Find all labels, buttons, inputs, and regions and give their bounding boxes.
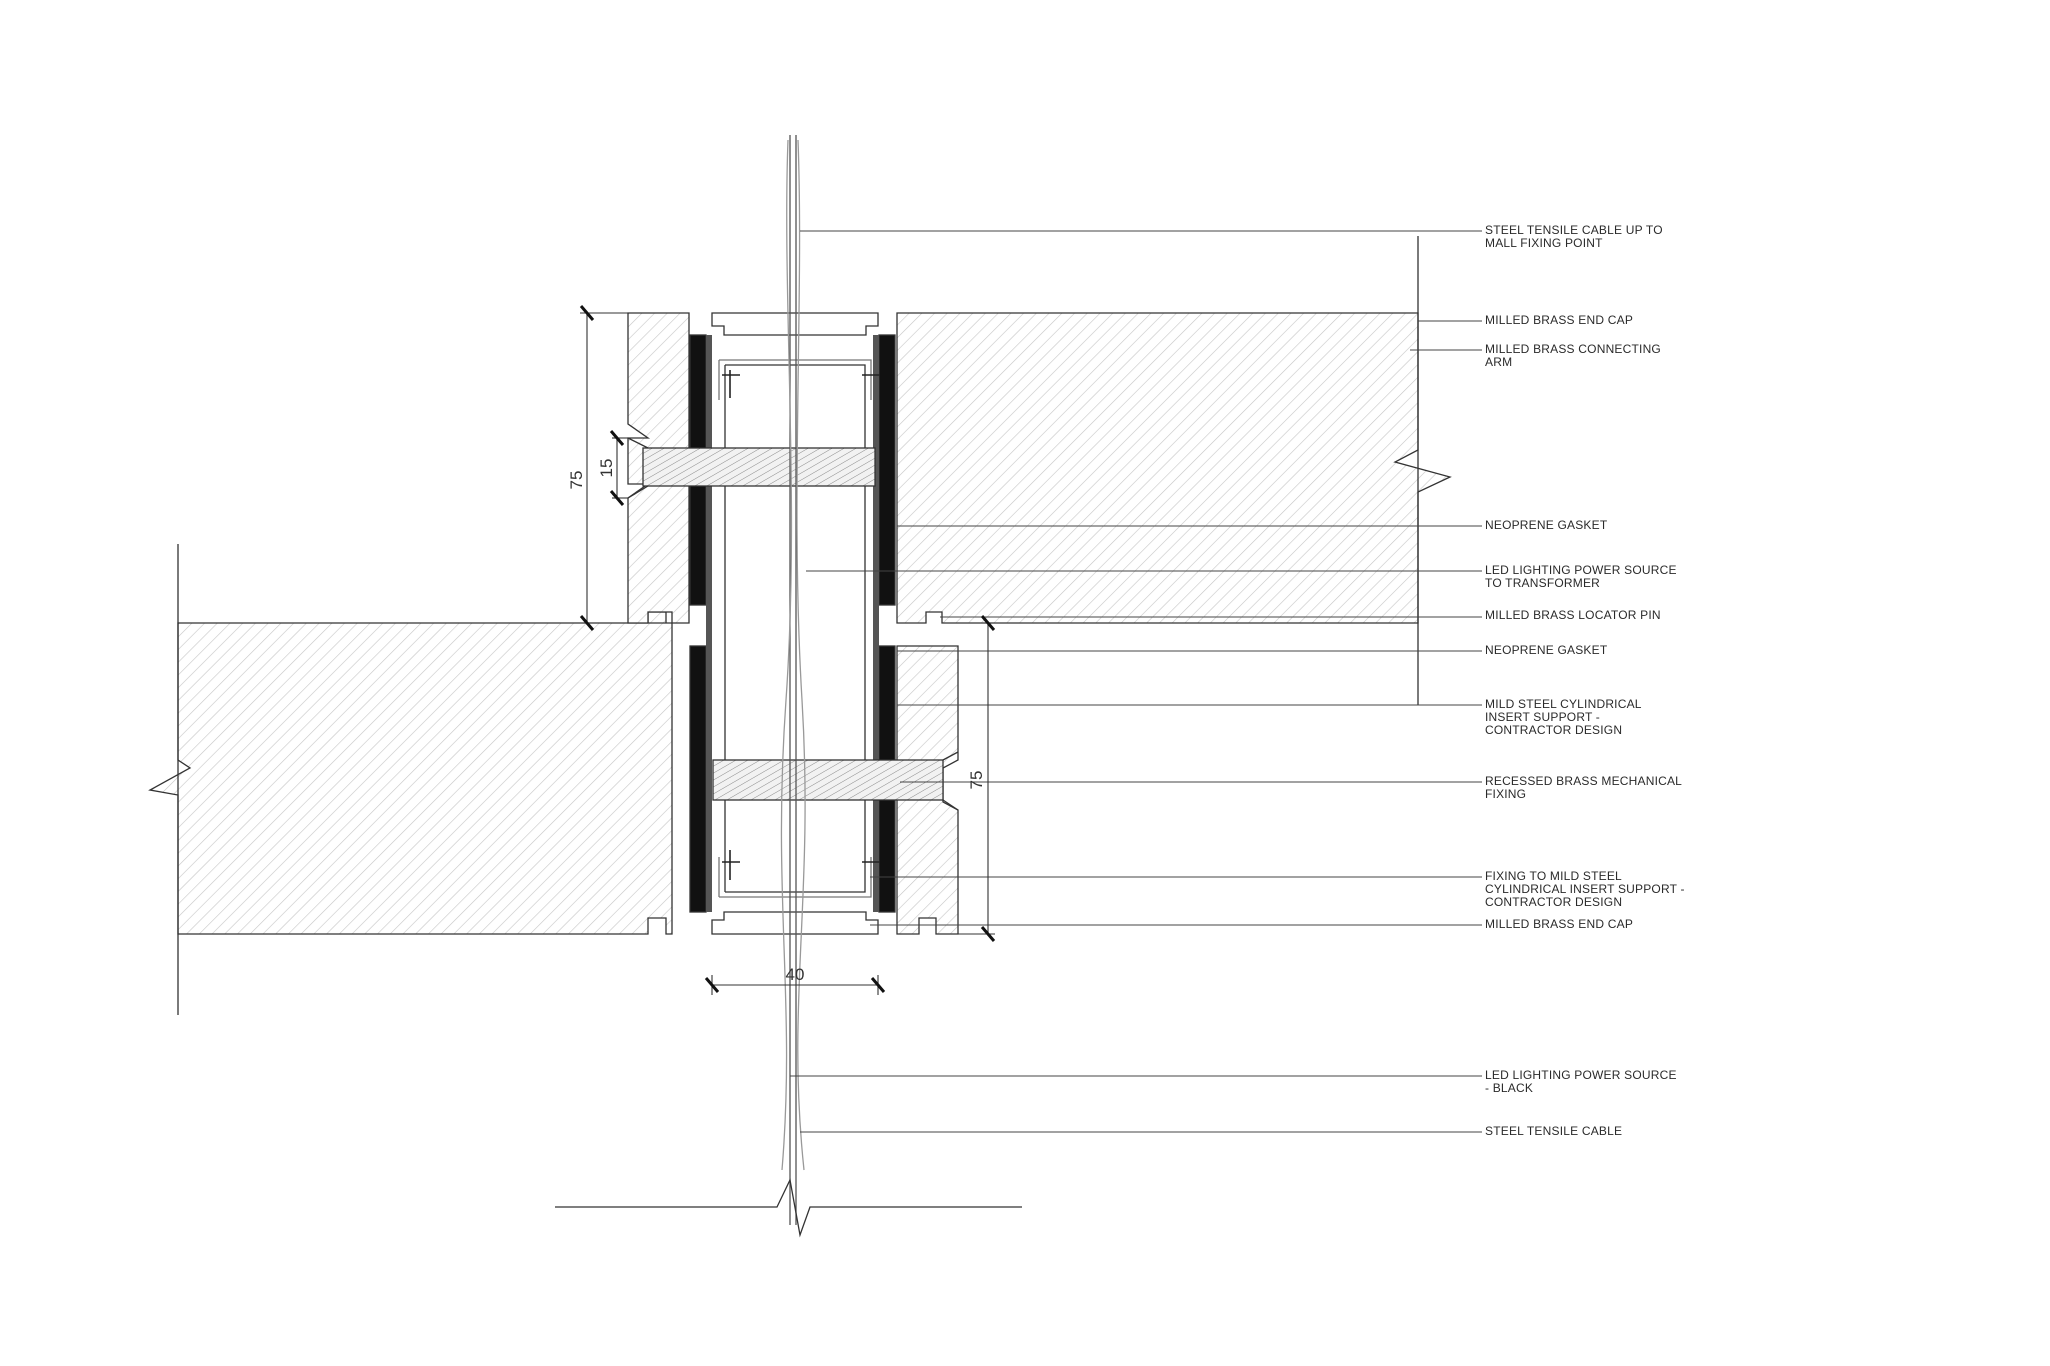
- label-connecting-arm: MILLED BRASS CONNECTING ARM: [1485, 342, 1661, 369]
- upper-mechanical-fixing: [642, 447, 876, 487]
- label-neoprene-gasket-upper: NEOPRENE GASKET: [1485, 518, 1608, 532]
- label-led-power-black: LED LIGHTING POWER SOURCE - BLACK: [1485, 1068, 1677, 1095]
- label-locator-pin: MILLED BRASS LOCATOR PIN: [1485, 608, 1661, 622]
- label-fixing-to-insert-support: FIXING TO MILD STEEL CYLINDRICAL INSERT …: [1485, 869, 1685, 909]
- label-mild-steel-insert-support: MILD STEEL CYLINDRICAL INSERT SUPPORT - …: [1485, 697, 1642, 737]
- label-recessed-mechanical-fixing: RECESSED BRASS MECHANICAL FIXING: [1485, 774, 1683, 801]
- gasket-left-lower: [689, 645, 707, 913]
- dim-lower-height: 75: [967, 771, 986, 790]
- dim-upper-height: 75: [567, 471, 586, 490]
- upper-right-arm: [896, 312, 1452, 624]
- label-end-cap-bottom: MILLED BRASS END CAP: [1485, 917, 1634, 931]
- label-led-power-transformer: LED LIGHTING POWER SOURCE TO TRANSFORMER: [1485, 563, 1677, 590]
- lower-mechanical-fixing: [712, 759, 944, 801]
- ground-line: [555, 1177, 1022, 1238]
- steel-tensile-cable: [780, 135, 806, 1225]
- dim-width: 40: [786, 965, 805, 984]
- left-block: [148, 611, 673, 935]
- label-neoprene-gasket-lower: NEOPRENE GASKET: [1485, 643, 1608, 657]
- end-cap-top: [711, 312, 879, 336]
- label-end-cap-top: MILLED BRASS END CAP: [1485, 313, 1634, 327]
- gasket-right-upper: [878, 334, 896, 606]
- end-cap-bottom: [711, 911, 879, 935]
- steel-insert-support: [724, 364, 866, 893]
- label-steel-tensile-cable: STEEL TENSILE CABLE: [1485, 1124, 1623, 1138]
- label-steel-tensile-cable-up: STEEL TENSILE CABLE UP TO MALL FIXING PO…: [1485, 223, 1663, 250]
- dim-fixing-height: 15: [597, 459, 616, 478]
